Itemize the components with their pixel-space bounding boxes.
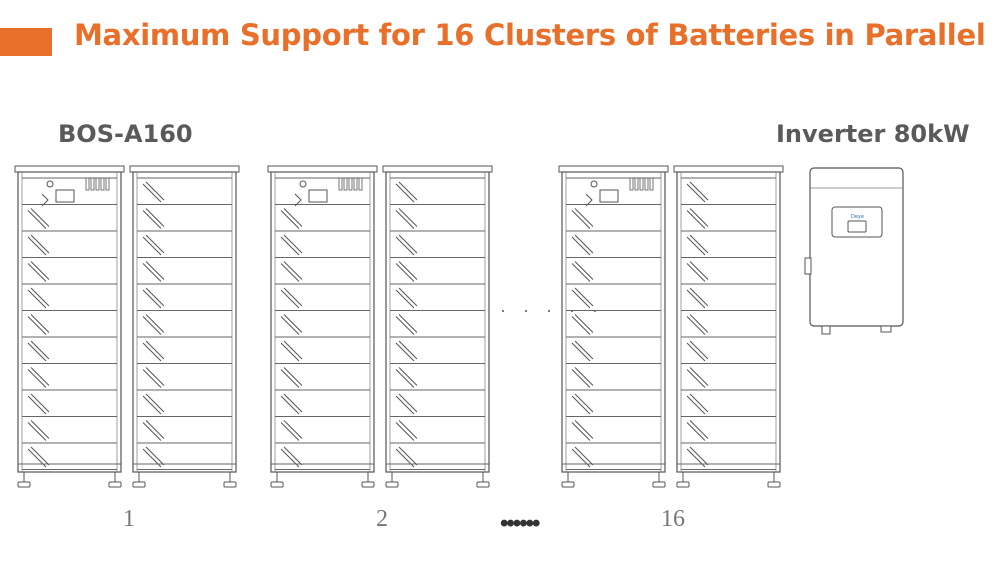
cluster-number-16: 16 <box>661 506 685 532</box>
cluster-ellipsis-bottom: •••••• <box>500 510 540 537</box>
cluster-number-2: 2 <box>376 506 388 532</box>
cabinet-1a <box>14 165 125 488</box>
svg-text:Deye: Deye <box>851 214 864 220</box>
page-title: Maximum Support for 16 Clusters of Batte… <box>74 18 986 52</box>
cabinet-2b <box>382 165 493 488</box>
battery-model-label: BOS-A160 <box>58 120 193 148</box>
inverter-icon: Deye <box>804 167 904 335</box>
cluster-number-1: 1 <box>123 506 135 532</box>
battery-racks <box>14 165 784 488</box>
inverter-label: Inverter 80kW <box>776 120 970 148</box>
cabinet-2a <box>267 165 378 488</box>
cabinet-16a <box>558 165 669 488</box>
cabinet-16b <box>673 165 784 488</box>
title-accent-bar <box>0 28 52 56</box>
cluster-ellipsis-middle: · · · · · <box>500 300 604 320</box>
cabinet-1b <box>129 165 240 488</box>
